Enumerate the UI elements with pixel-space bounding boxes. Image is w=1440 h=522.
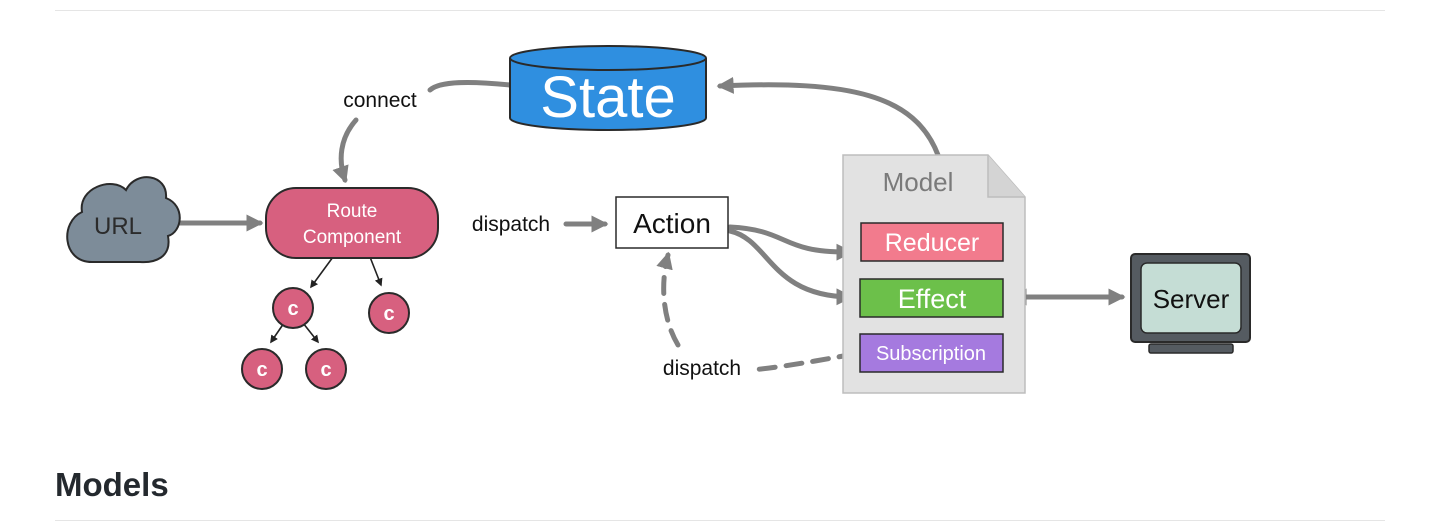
dispatch-label: dispatch — [472, 213, 550, 236]
route-label-line1: Route — [327, 201, 378, 222]
connect-arrow — [427, 79, 513, 93]
top-divider — [55, 10, 1385, 11]
route-label-line2: Component — [303, 227, 402, 248]
component-node: c — [241, 348, 283, 390]
dispatch-label-bottom: dispatch — [663, 357, 741, 380]
component-node: c — [368, 292, 410, 334]
route-component-node: Route Component — [265, 187, 439, 259]
component-node: c — [272, 287, 314, 329]
component-label: c — [287, 298, 298, 320]
reducer-box — [860, 222, 1004, 262]
subscription-dispatch-dashed — [749, 351, 858, 373]
effect-box — [859, 278, 1004, 318]
server-monitor-node: Server — [1130, 253, 1251, 354]
subscription-label: Subscription — [876, 343, 986, 365]
action-label: Action — [633, 208, 711, 239]
dispatch-to-action-dashed — [656, 251, 681, 348]
reducer-label: Reducer — [885, 229, 980, 257]
server-label: Server — [1153, 284, 1230, 314]
model-label: Model — [883, 167, 954, 197]
heading-divider — [55, 520, 1385, 521]
section-heading: Models — [55, 466, 169, 503]
model-to-state-arrow — [716, 76, 941, 158]
connect-label: connect — [343, 89, 417, 112]
component-node: c — [305, 348, 347, 390]
url-label: URL — [94, 213, 142, 240]
effect-label: Effect — [898, 284, 967, 314]
url-cloud-node: URL — [66, 176, 181, 264]
connect-arrow-down — [332, 117, 359, 184]
action-node: Action — [615, 196, 729, 249]
component-label: c — [383, 303, 394, 325]
subscription-box — [859, 333, 1004, 373]
dva-dataflow-diagram: State connect URL Route Component c c c … — [66, 45, 1251, 394]
child-components: c c c c — [241, 287, 410, 390]
state-label: State — [540, 65, 675, 130]
component-label: c — [256, 359, 267, 381]
action-to-effect-arrow — [727, 228, 854, 306]
model-document-node: Model Reducer Effect Subscription — [842, 154, 1026, 394]
action-to-reducer-arrow — [727, 224, 854, 261]
component-label: c — [320, 359, 331, 381]
state-store-node: State — [509, 45, 707, 131]
child-component-arrows — [270, 256, 383, 344]
